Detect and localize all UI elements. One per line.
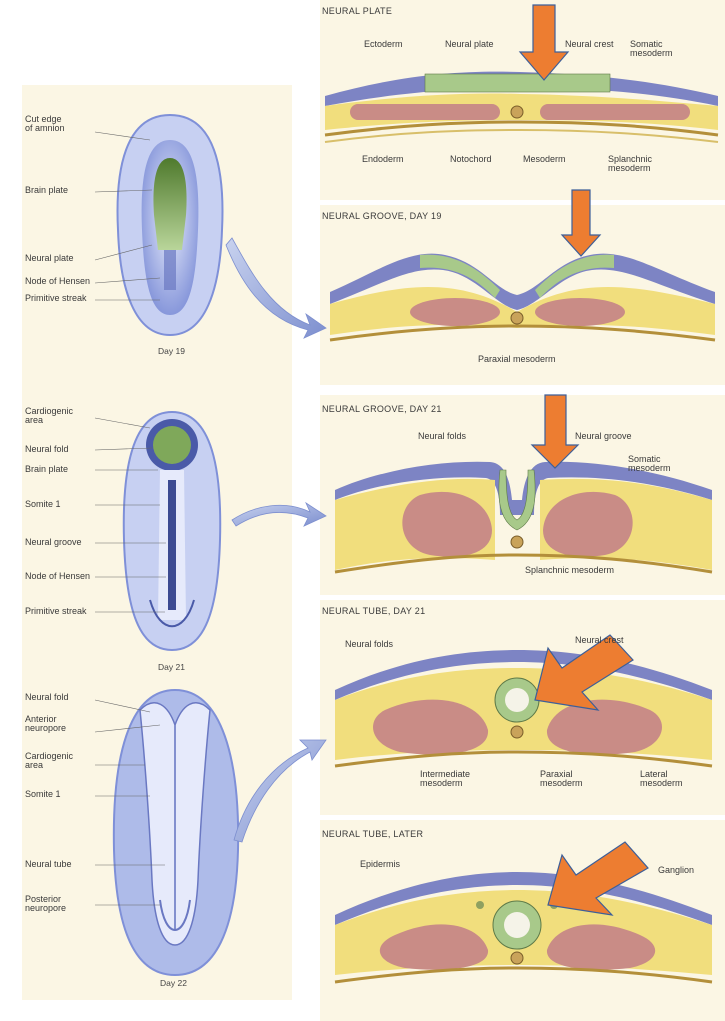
label-neural-plate-1: Neural plate: [25, 254, 74, 263]
label-paraxial-mesoderm-s4: Paraxial mesoderm: [540, 770, 583, 789]
label-neural-crest-s4: Neural crest: [575, 636, 624, 645]
section-neural-plate: [325, 72, 718, 142]
embryo-day21: [124, 412, 220, 650]
label-neural-plate-s1: Neural plate: [445, 40, 494, 49]
label-neural-groove-2: Neural groove: [25, 538, 82, 547]
title-neural-tube-later: NEURAL TUBE, LATER: [322, 829, 423, 839]
label-notochord: Notochord: [450, 155, 492, 164]
label-brain-plate-1: Brain plate: [25, 186, 68, 195]
title-neural-groove-day21: NEURAL GROOVE, DAY 21: [322, 404, 442, 414]
label-ectoderm: Ectoderm: [364, 40, 403, 49]
label-somite-1-a: Somite 1: [25, 500, 61, 509]
label-day-21: Day 21: [158, 662, 185, 672]
label-splanchnic-mesoderm-s1: Splanchnic mesoderm: [608, 155, 652, 174]
label-neural-fold-2: Neural fold: [25, 445, 69, 454]
label-anterior-neuropore: Anterior neuropore: [25, 715, 66, 734]
label-intermediate-mesoderm: Intermediate mesoderm: [420, 770, 470, 789]
section-neural-tube-later: [335, 872, 712, 982]
label-primitive-streak-2: Primitive streak: [25, 607, 87, 616]
label-day-22: Day 22: [160, 978, 187, 988]
label-somite-1-b: Somite 1: [25, 790, 61, 799]
label-node-hensen-1: Node of Hensen: [25, 277, 90, 286]
embryo-day19: [118, 115, 223, 335]
arrow-down-3: [532, 395, 578, 468]
label-endoderm: Endoderm: [362, 155, 404, 164]
label-somatic-mesoderm-s1: Somatic mesoderm: [630, 40, 673, 59]
label-neural-groove-s3: Neural groove: [575, 432, 632, 441]
label-splanchnic-mesoderm-s3: Splanchnic mesoderm: [525, 566, 614, 575]
label-neural-crest-s1: Neural crest: [565, 40, 614, 49]
label-lateral-mesoderm: Lateral mesoderm: [640, 770, 683, 789]
title-neural-groove-day19: NEURAL GROOVE, DAY 19: [322, 211, 442, 221]
label-epidermis: Epidermis: [360, 860, 400, 869]
label-node-hensen-2: Node of Hensen: [25, 572, 90, 581]
connector-arrows: [226, 238, 326, 842]
label-neural-folds-s4: Neural folds: [345, 640, 393, 649]
title-neural-plate: NEURAL PLATE: [322, 6, 392, 16]
section-neural-groove-day19: [330, 254, 715, 340]
label-brain-plate-2: Brain plate: [25, 465, 68, 474]
label-day-19: Day 19: [158, 346, 185, 356]
section-neural-tube-day21: [335, 650, 712, 766]
label-somatic-mesoderm-s3: Somatic mesoderm: [628, 455, 671, 474]
arrow-down-2: [562, 190, 600, 256]
embryo-day22: [114, 690, 238, 975]
label-posterior-neuropore: Posterior neuropore: [25, 895, 66, 914]
label-paraxial-mesoderm-s2: Paraxial mesoderm: [478, 355, 556, 364]
label-neural-fold-3: Neural fold: [25, 693, 69, 702]
label-ganglion: Ganglion: [658, 866, 694, 875]
label-primitive-streak-1: Primitive streak: [25, 294, 87, 303]
label-neural-folds-s3: Neural folds: [418, 432, 466, 441]
label-cardiogenic-area-1: Cardiogenic area: [25, 407, 73, 426]
label-cardiogenic-area-2: Cardiogenic area: [25, 752, 73, 771]
label-neural-tube-3: Neural tube: [25, 860, 72, 869]
label-cut-edge-amnion: Cut edge of amnion: [25, 115, 65, 134]
arrow-down-1: [520, 5, 568, 80]
section-neural-groove-day21: [335, 462, 712, 572]
label-mesoderm: Mesoderm: [523, 155, 566, 164]
title-neural-tube-day21: NEURAL TUBE, DAY 21: [322, 606, 425, 616]
